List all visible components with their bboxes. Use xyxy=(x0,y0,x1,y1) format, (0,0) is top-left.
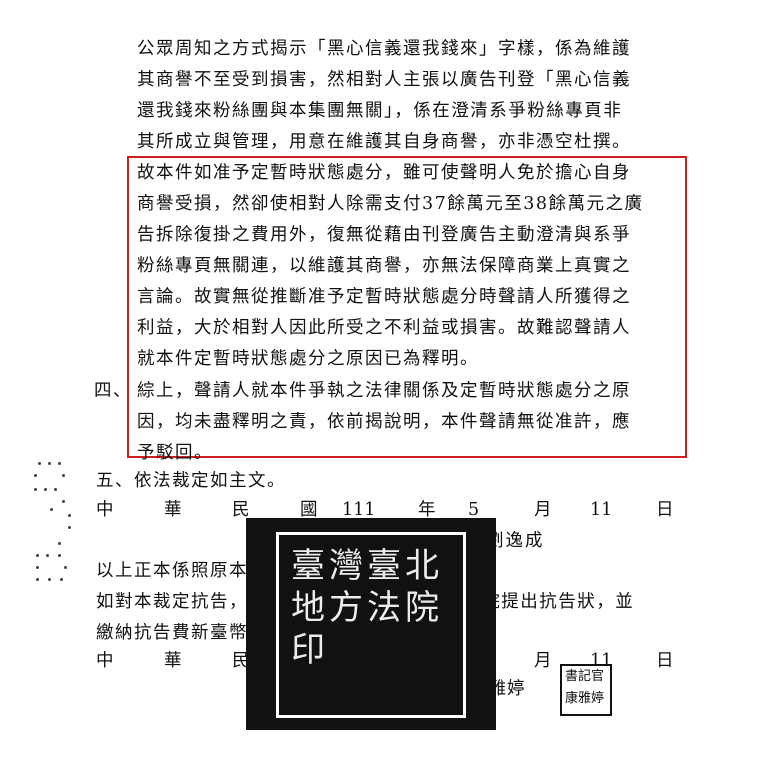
date-char: 民 xyxy=(232,500,250,520)
text-line: 故本件如准予定暫時狀態處分，雖可使聲明人免於擔心自身 xyxy=(137,163,631,183)
text-line: 就本件定暫時狀態處分之原因已為釋明。 xyxy=(137,349,479,369)
text-line: 言論。故實無從推斷准予定暫時狀態處分時聲請人所獲得之 xyxy=(137,287,631,307)
date-char: 民 xyxy=(232,651,250,671)
text-line: 其所成立與管理，用意在維護其自身商譽，亦非憑空杜撰。 xyxy=(137,132,631,152)
date-char: 日 xyxy=(656,500,674,520)
section-five-paragraph: 五、依法裁定如主文。 xyxy=(96,466,286,497)
text-line: 因，均未盡釋明之責，依前揭說明，本件聲請無從准許，應 xyxy=(137,412,631,432)
date-char: 中 xyxy=(96,500,114,520)
date-year: 111 xyxy=(342,500,376,520)
judge-name: 劉逸成 xyxy=(486,531,545,551)
date-char: 國 xyxy=(300,500,318,520)
red-highlight-box xyxy=(127,156,687,458)
section-four-marker: 四、 xyxy=(94,381,132,401)
clerk-stamp-title: 書記官 xyxy=(565,669,605,684)
date-char: 華 xyxy=(164,651,182,671)
text-line: 粉絲專頁無關連，以維護其商譽，亦無法保障商業上真實之 xyxy=(137,256,631,276)
text-line: 其商譽不至受到損害，然相對人主張以廣告刊登「黑心信義 xyxy=(137,70,631,90)
date-char: 月 xyxy=(534,500,552,520)
highlighted-paragraph: 故本件如准予定暫時狀態處分，雖可使聲明人免於擔心自身 商譽受損，然卻使相對人除需… xyxy=(137,158,644,375)
section-four-paragraph: 綜上，聲請人就本件爭執之法律關係及定暫時狀態處分之原 因，均未盡釋明之責，依前揭… xyxy=(137,376,631,469)
continued-paragraph: 公眾周知之方式揭示「黑心信義還我錢來」字樣，係為維護 其商譽不至受到損害，然相對… xyxy=(137,34,631,158)
court-seal: 臺灣臺北地方法院印 xyxy=(246,518,496,730)
text-line: 告拆除復掛之費用外，復無從藉由刊登廣告主動澄清與系爭 xyxy=(137,225,631,245)
clerk-stamp-name: 康雅婷 xyxy=(565,691,605,706)
date-day: 11 xyxy=(590,651,613,671)
text-line: 還我錢來粉絲團與本集團無關」，係在澄清系爭粉絲專頁非 xyxy=(137,101,623,121)
text-line: 商譽受損，然卻使相對人除需支付37餘萬元至38餘萬元之廣 xyxy=(137,194,644,214)
date-char: 日 xyxy=(656,651,674,671)
text-line: 予駁回。 xyxy=(137,443,213,463)
court-seal-text: 臺灣臺北地方法院印 xyxy=(291,546,443,670)
date-char: 月 xyxy=(534,651,552,671)
date-char: 中 xyxy=(96,651,114,671)
text-line: 公眾周知之方式揭示「黑心信義還我錢來」字樣，係為維護 xyxy=(137,39,631,59)
text-line: 五、依法裁定如主文。 xyxy=(96,471,286,491)
text-line: 綜上，聲請人就本件爭執之法律關係及定暫時狀態處分之原 xyxy=(137,381,631,401)
date-char: 年 xyxy=(418,500,436,520)
binding-holes xyxy=(32,462,72,592)
date-month: 5 xyxy=(468,500,480,520)
court-seal-border: 臺灣臺北地方法院印 xyxy=(276,532,466,718)
date-day: 11 xyxy=(590,500,613,520)
text-line: 利益，大於相對人因此所受之不利益或損害。故難認聲請人 xyxy=(137,318,631,338)
clerk-stamp: 書記官 康雅婷 xyxy=(560,664,612,716)
date-char: 華 xyxy=(164,500,182,520)
